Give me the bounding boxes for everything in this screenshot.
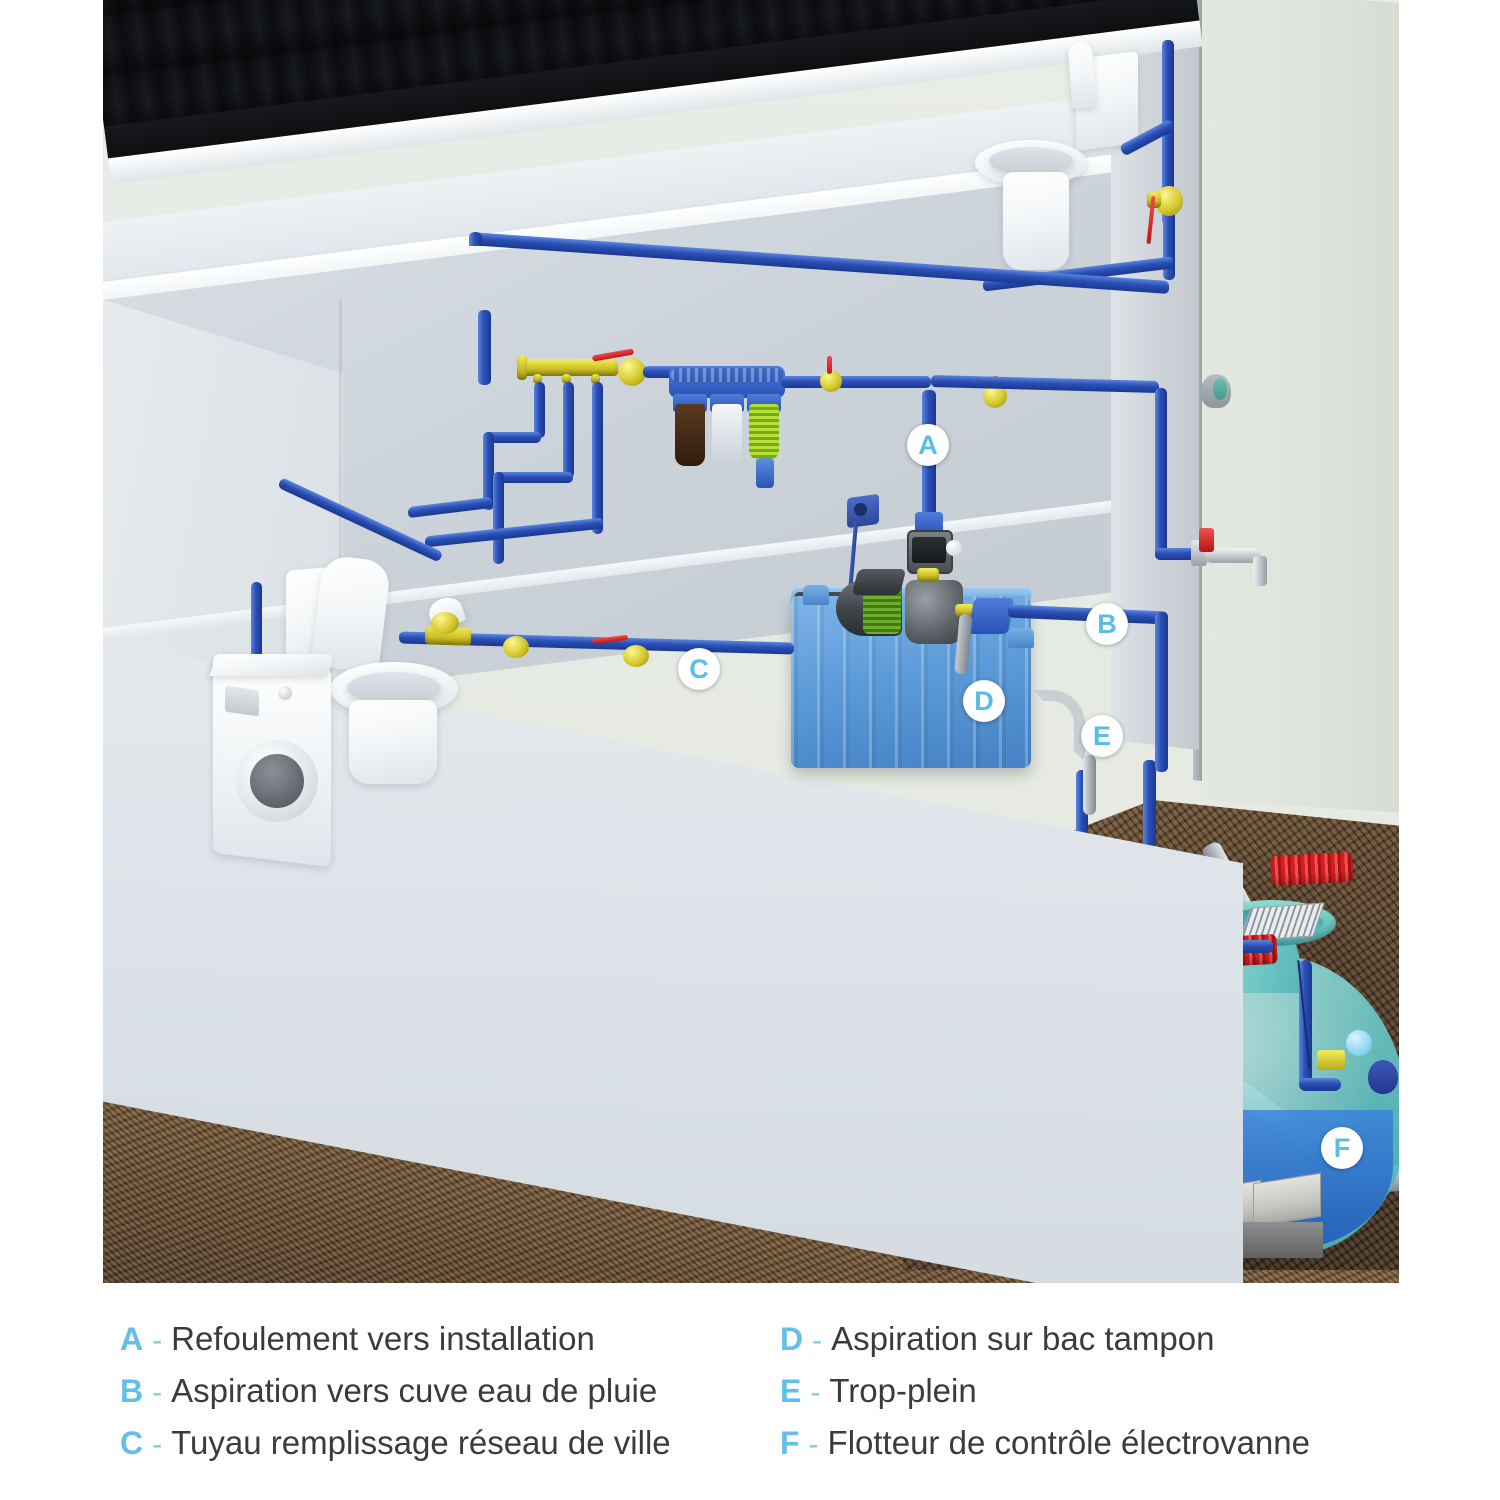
overflow-hose-drop (1083, 755, 1096, 815)
callout-marker-c[interactable]: C (678, 648, 720, 690)
filter-bowl-carbon (675, 404, 705, 466)
pressure-controller-knob[interactable] (946, 540, 962, 556)
float-ball (1346, 1030, 1372, 1056)
legend-key-f: F (780, 1425, 800, 1461)
filter-bowl-green (749, 404, 779, 460)
washing-machine-door-glass (250, 754, 304, 808)
red-conduit-sleeve-upper (1270, 851, 1354, 887)
buffer-tank-bracket-right (1008, 628, 1034, 648)
filter-bowl-sediment (712, 404, 742, 466)
washing-machine-top (209, 654, 335, 676)
brass-manifold (522, 359, 618, 376)
valve-manifold-body (618, 358, 646, 386)
legend-label-c: Tuyau remplissage réseau de ville (171, 1424, 671, 1461)
legend-dash-c: - (152, 1428, 163, 1461)
cistern-suction-hose-bend (1299, 1078, 1341, 1091)
legend-key-d: D (780, 1321, 804, 1357)
float-switch-body (1368, 1060, 1398, 1094)
house-exterior-wall (1200, 0, 1399, 814)
wall-vent-opening (1213, 378, 1227, 400)
garden-tap-body (1205, 548, 1261, 563)
pipe-branch-drop-1 (534, 382, 545, 438)
toilet-basement-bowl-inner (347, 672, 441, 704)
valve-filter-outlet (820, 370, 842, 392)
legend-dash-d: - (812, 1324, 823, 1357)
filter-drain-valve (756, 458, 774, 488)
pipe-suction-down-outside (1155, 612, 1168, 772)
pipe-branch-drop-1b (483, 432, 494, 510)
pump-terminal-box (851, 569, 907, 595)
legend-item-e: E - Trop-plein (780, 1372, 1400, 1424)
pipe-branch-drop-2 (563, 382, 574, 478)
washing-machine-knob[interactable] (278, 686, 292, 700)
pipe-branch-run-2 (493, 472, 573, 483)
legend-label-a: Refoulement vers installation (171, 1320, 595, 1357)
buffer-tank-bracket-left (803, 585, 829, 605)
pipe-right-wall-to-tap (1155, 548, 1195, 560)
washing-machine-detergent-drawer[interactable] (225, 685, 259, 717)
filter-manifold-head (669, 366, 785, 398)
callout-marker-d[interactable]: D (963, 680, 1005, 722)
callout-marker-b[interactable]: B (1086, 603, 1128, 645)
legend-dash-e: - (810, 1376, 821, 1409)
legend-item-c: C - Tuyau remplissage réseau de ville (120, 1424, 780, 1476)
legend-item-d: D - Aspiration sur bac tampon (780, 1320, 1400, 1372)
pipe-branch-run-1 (483, 432, 541, 443)
manifold-port-3 (591, 374, 600, 384)
legend-item-a: A - Refoulement vers installation (120, 1320, 780, 1372)
water-meter-dial (431, 612, 459, 634)
callout-marker-e[interactable]: E (1081, 715, 1123, 757)
legend-label-f: Flotteur de contrôle électrovanne (827, 1424, 1310, 1461)
pump-suction-fitting (955, 604, 975, 617)
garden-tap-spout (1253, 556, 1267, 586)
legend-key-b: B (120, 1373, 144, 1409)
cistern-foot-valve (1317, 1050, 1345, 1070)
overflow-hose (1033, 690, 1085, 762)
valve-filter-outlet-handle (827, 356, 832, 374)
legend-item-b: B - Aspiration vers cuve eau de pluie (120, 1372, 780, 1424)
filter-head-ribs (671, 368, 783, 382)
pipe-left-wall-drop (251, 582, 262, 678)
valve-city-fill-2 (623, 645, 649, 667)
legend: A - Refoulement vers installation B - As… (0, 1320, 1500, 1476)
pressure-controller-display (912, 537, 946, 563)
toilet-upstairs-pedestal (1003, 172, 1069, 270)
toilet-upstairs-bowl-inner (989, 147, 1073, 175)
legend-key-c: C (120, 1425, 144, 1461)
pump-suction-union (967, 598, 1015, 634)
toilet-upstairs-lid (1067, 41, 1097, 109)
legend-dash-f: - (808, 1428, 819, 1461)
legend-dash-a: - (152, 1324, 163, 1357)
legend-label-d: Aspiration sur bac tampon (831, 1320, 1215, 1357)
legend-column-right: D - Aspiration sur bac tampon E - Trop-p… (780, 1320, 1400, 1476)
pipe-right-wall-drop (1155, 388, 1167, 558)
garden-tap-handle[interactable] (1199, 528, 1214, 552)
legend-label-e: Trop-plein (829, 1372, 977, 1409)
legend-column-left: A - Refoulement vers installation B - As… (120, 1320, 780, 1476)
pipe-filter-outlet (781, 376, 931, 388)
legend-label-b: Aspiration vers cuve eau de pluie (171, 1372, 658, 1409)
pipe-branch-drop-2b (493, 472, 504, 564)
legend-key-e: E (780, 1373, 802, 1409)
valve-city-fill-1 (503, 636, 529, 658)
legend-dash-b: - (152, 1376, 163, 1409)
callout-marker-a[interactable]: A (907, 424, 949, 466)
pump-head (905, 580, 963, 644)
pump-outlet-fitting (917, 568, 939, 582)
manifold-port-2 (562, 374, 571, 384)
pipe-branch-drop-3 (592, 382, 603, 534)
wall-socket-hole (854, 503, 867, 516)
system-diagram-illustration: A B C D E F (103, 0, 1399, 1283)
legend-item-f: F - Flotteur de contrôle électrovanne (780, 1424, 1400, 1476)
callout-marker-f[interactable]: F (1321, 1127, 1363, 1169)
brass-manifold-end-cap (517, 355, 527, 380)
manifold-port-1 (533, 374, 542, 384)
toilet-basement-pedestal (349, 700, 437, 784)
legend-key-a: A (120, 1321, 144, 1357)
pipe-down-to-basement (478, 310, 491, 385)
pipe-ceiling-riser-left (469, 232, 482, 246)
